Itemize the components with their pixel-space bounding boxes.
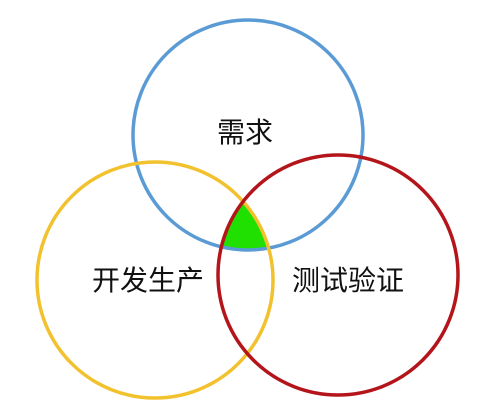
requirements-circle: [131, 18, 365, 252]
development-label: 开发生产: [92, 264, 204, 297]
requirements-label: 需求: [217, 116, 273, 149]
development-circle: [35, 160, 275, 400]
testing-label: 测试验证: [292, 264, 404, 297]
testing-circle: [216, 153, 460, 397]
